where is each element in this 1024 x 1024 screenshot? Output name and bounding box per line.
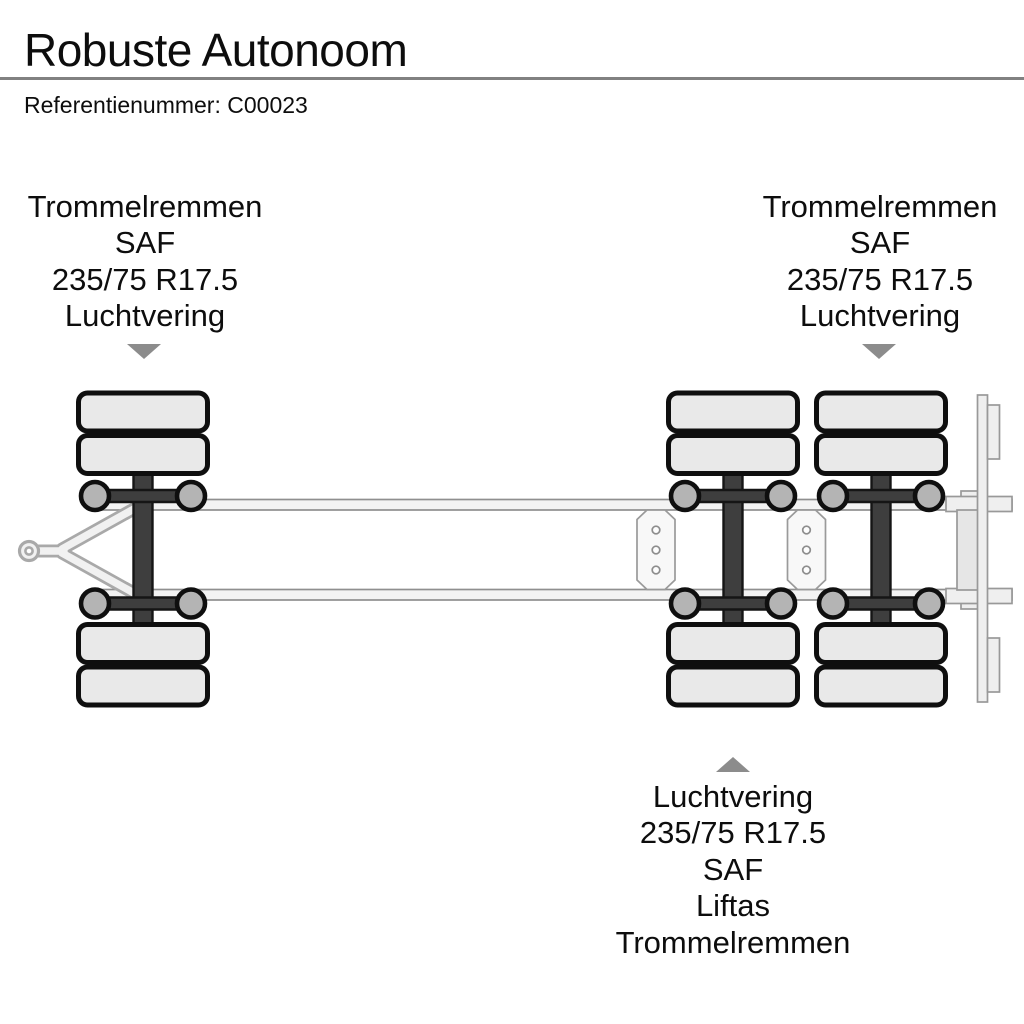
- front-axle-spec-label: Trommelremmen SAF 235/75 R17.5 Luchtveri…: [5, 189, 285, 335]
- crossmember-plate: [636, 509, 676, 591]
- spec-line: 235/75 R17.5: [639, 815, 827, 851]
- reference-number: Referentienummer: C00023: [24, 92, 308, 118]
- spec-line: Luchtvering: [64, 298, 226, 334]
- lift-axle-spec-label: Luchtvering 235/75 R17.5 SAF Liftas Trom…: [583, 779, 883, 961]
- lift-axle-pointer-arrow-icon: [716, 757, 750, 772]
- spec-line: Liftas: [695, 888, 771, 924]
- spec-line: Trommelremmen: [762, 189, 998, 224]
- drawbar-icon: [17, 498, 148, 604]
- spec-line: Trommelremmen: [27, 189, 263, 224]
- spec-line: 235/75 R17.5: [51, 261, 239, 297]
- spec-line: Trommelremmen: [615, 924, 851, 960]
- spec-line: Luchtvering: [799, 298, 961, 334]
- rear-axle-2-assembly: [817, 393, 946, 705]
- rear-axle-spec-label: Trommelremmen SAF 235/75 R17.5 Luchtveri…: [740, 189, 1020, 335]
- spec-line: SAF: [114, 225, 176, 261]
- rear-end-structure: [945, 394, 1013, 703]
- spec-line: SAF: [702, 851, 764, 887]
- front-axle-pointer-arrow-icon: [127, 344, 161, 359]
- spec-line: 235/75 R17.5: [786, 261, 974, 297]
- page-title: Robuste Autonoom: [24, 24, 408, 76]
- crossmember-plate: [786, 509, 827, 591]
- spec-line: SAF: [849, 225, 911, 261]
- title-divider: [0, 77, 1024, 80]
- spec-line: Luchtvering: [652, 779, 814, 814]
- tow-eye-hole: [24, 546, 34, 556]
- front-axle-assembly: [79, 393, 208, 705]
- rear-axle-1-assembly: [669, 393, 798, 705]
- rear-axle-pointer-arrow-icon: [862, 344, 896, 359]
